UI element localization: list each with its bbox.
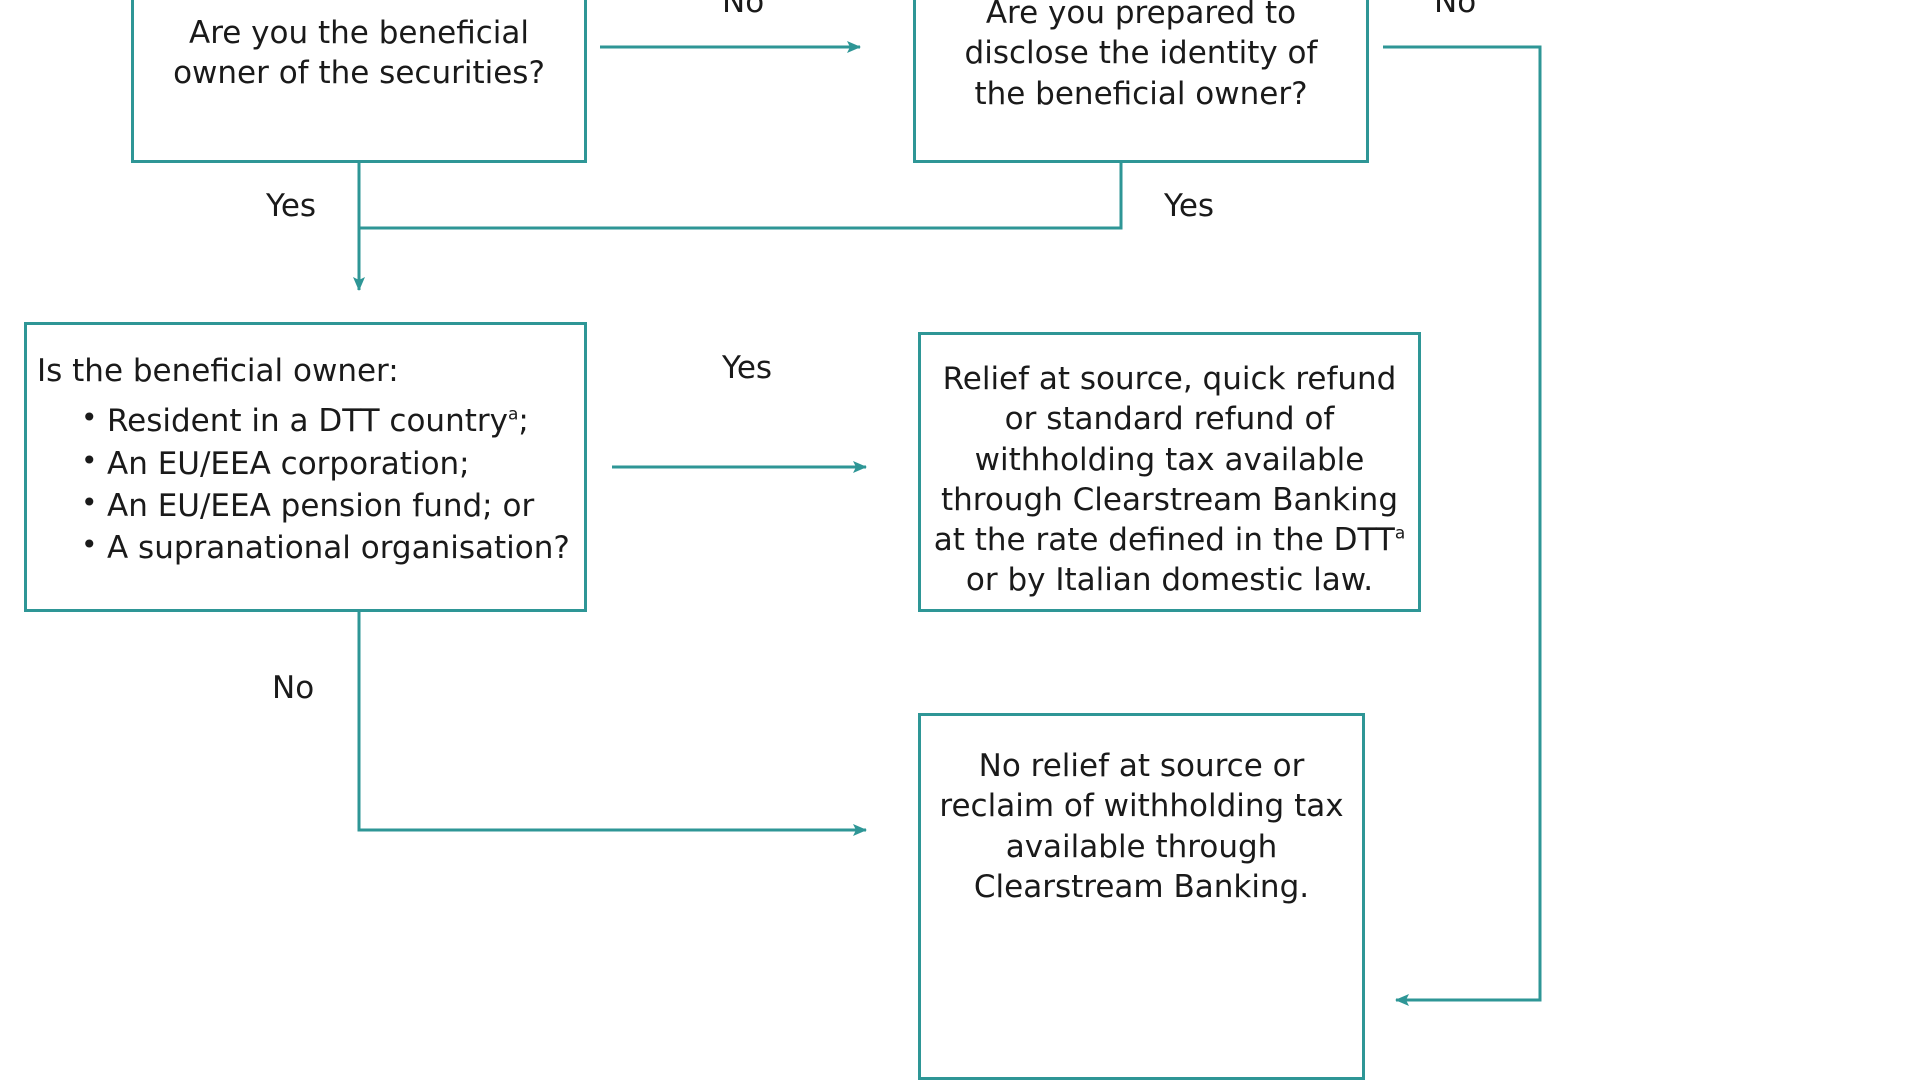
edge-label-yes-q1: Yes bbox=[266, 188, 317, 224]
list-item-suffix: ; bbox=[518, 403, 529, 440]
node-text-line: No relief at source or bbox=[978, 748, 1305, 784]
node-text-line: Are you the beneficial bbox=[188, 15, 529, 51]
list-item-label: Resident in a DTT country bbox=[107, 403, 508, 440]
node-text-line: owner of the securities? bbox=[173, 55, 545, 92]
node-text-line: at the rate defined in the DTTa bbox=[933, 520, 1406, 560]
node-beneficial-owner-question[interactable]: Are you the beneficial owner of the secu… bbox=[131, 0, 587, 163]
node-text-line: or by Italian domestic law. bbox=[965, 562, 1374, 599]
edge-label-no-q2: No bbox=[1434, 0, 1477, 20]
node-text-line: reclaim of withholding tax bbox=[939, 788, 1344, 825]
node-relief-available[interactable]: Relief at source, quick refund or standa… bbox=[918, 332, 1421, 612]
node-heading: Is the beneficial owner: bbox=[37, 353, 399, 389]
node-text-line: disclose the identity of bbox=[964, 35, 1318, 72]
node-text-line: Relief at source, quick refund bbox=[942, 361, 1397, 397]
node-text-line: through Clearstream Banking bbox=[940, 481, 1399, 518]
node-text: No relief at source or reclaim of withho… bbox=[933, 746, 1350, 907]
node-text-line: withholding tax available bbox=[974, 441, 1365, 478]
edge-label-yes-q2: Yes bbox=[1164, 188, 1215, 224]
node-text-segment: at the rate defined in the DTT bbox=[933, 522, 1395, 559]
list-item-label: A supranational organisation? bbox=[107, 530, 570, 567]
node-text: Are you prepared to disclose the identit… bbox=[934, 0, 1348, 114]
criteria-list: Resident in a DTT countrya; An EU/EEA co… bbox=[37, 400, 570, 568]
node-disclose-identity-question[interactable]: Are you prepared to disclose the identit… bbox=[913, 0, 1369, 163]
node-text: Relief at source, quick refund or standa… bbox=[933, 359, 1406, 601]
list-item-label: An EU/EEA pension fund; or bbox=[107, 487, 535, 524]
edge-label-yes-q3: Yes bbox=[722, 350, 773, 386]
edge-label-no-q1-to-q2: No bbox=[722, 0, 765, 20]
edge-q2-yes-to-trunk bbox=[359, 163, 1123, 230]
node-text-line: available through bbox=[1005, 828, 1278, 865]
node-text: Is the beneficial owner: Resident in a D… bbox=[37, 351, 570, 570]
footnote-marker: a bbox=[507, 404, 519, 425]
node-text-line: or standard refund of bbox=[1004, 401, 1335, 438]
edge-q3-no-to-norelief bbox=[357, 612, 867, 836]
list-item: A supranational organisation? bbox=[77, 527, 570, 568]
list-item: An EU/EEA pension fund; or bbox=[77, 485, 570, 526]
list-item: Resident in a DTT countrya; bbox=[77, 400, 570, 441]
edge-label-no-q3: No bbox=[272, 670, 315, 706]
node-text-line: the beneficial owner? bbox=[974, 75, 1308, 112]
node-text-line: Clearstream Banking. bbox=[973, 868, 1310, 905]
node-is-beneficial-owner-question[interactable]: Is the beneficial owner: Resident in a D… bbox=[24, 322, 587, 612]
node-no-relief[interactable]: No relief at source or reclaim of withho… bbox=[918, 713, 1365, 1080]
list-item: An EU/EEA corporation; bbox=[77, 443, 570, 484]
node-text-line: Are you prepared to bbox=[985, 0, 1297, 31]
footnote-marker: a bbox=[1394, 523, 1406, 544]
node-text: Are you the beneficial owner of the secu… bbox=[152, 13, 566, 94]
list-item-label: An EU/EEA corporation; bbox=[107, 445, 470, 482]
